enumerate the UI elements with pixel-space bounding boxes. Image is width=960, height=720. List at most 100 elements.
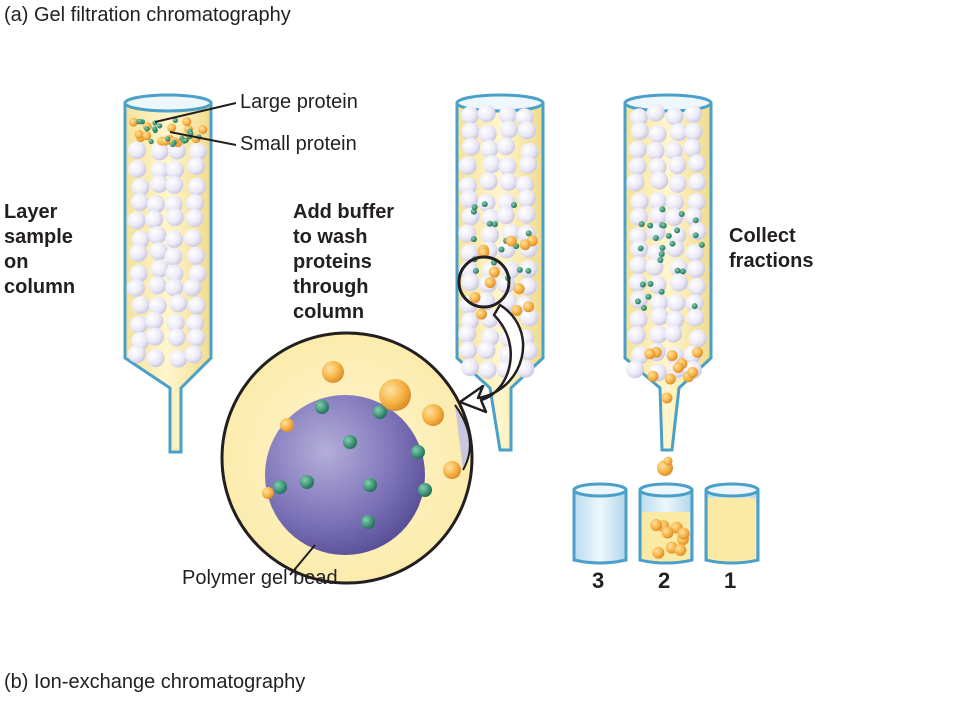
small-protein-icon — [638, 221, 645, 228]
large-protein-leader — [154, 102, 237, 123]
small-protein-icon — [363, 478, 377, 492]
gel-bead — [188, 142, 207, 161]
fraction-tubes — [572, 482, 760, 565]
gel-bead — [183, 278, 202, 297]
gel-bead — [517, 189, 536, 208]
gel-bead — [145, 210, 164, 229]
gel-bead — [165, 175, 184, 194]
gel-bead — [669, 123, 688, 142]
gel-bead — [481, 225, 500, 244]
gel-bead — [184, 345, 203, 364]
bead-label-leader — [289, 544, 316, 576]
small-protein-icon — [470, 208, 477, 215]
small-protein-icon — [516, 266, 523, 273]
gel-bead — [497, 137, 516, 156]
gel-bead — [188, 177, 207, 196]
gel-bead — [629, 108, 648, 127]
gel-bead — [650, 293, 669, 312]
small-protein-icon — [658, 288, 665, 295]
gel-bead — [648, 157, 667, 176]
gel-bead — [127, 345, 146, 364]
small-protein-icon — [148, 138, 154, 145]
large-protein-icon — [677, 527, 690, 540]
gel-bead — [460, 190, 479, 209]
gel-bead — [460, 358, 479, 377]
tube-3 — [572, 482, 628, 565]
gel-bead — [169, 294, 188, 313]
large-protein-icon — [661, 526, 674, 539]
small-protein-icon — [678, 211, 685, 218]
large-protein-icon — [443, 461, 461, 479]
small-protein-icon — [674, 227, 681, 234]
small-protein-icon — [491, 221, 498, 228]
small-protein-icon — [411, 445, 425, 459]
small-protein-icon — [144, 126, 150, 132]
gel-bead — [150, 142, 169, 161]
column-3-gel-beads — [626, 103, 707, 404]
large-protein-icon — [687, 366, 699, 378]
small-protein-icon — [486, 220, 493, 227]
large-protein-icon — [644, 348, 656, 360]
gel-bead — [478, 360, 497, 379]
large-protein-icon — [128, 117, 138, 127]
gel-bead — [186, 314, 205, 333]
gel-bead — [169, 349, 188, 368]
gel-bead — [482, 155, 501, 174]
magnified-proteins — [262, 361, 461, 529]
gel-bead — [164, 247, 183, 266]
large-protein-icon — [475, 308, 487, 320]
large-protein-icon — [650, 519, 663, 532]
gel-bead — [688, 154, 707, 173]
gel-bead — [665, 107, 684, 126]
gel-bead — [187, 296, 206, 315]
gel-bead — [627, 326, 646, 345]
step3-line: Collect — [729, 225, 796, 247]
gel-bead — [480, 139, 499, 158]
gel-bead — [665, 193, 684, 212]
step1-label: Layer sample on column — [4, 200, 75, 300]
gel-bead — [165, 278, 184, 297]
large-protein-icon — [142, 131, 152, 141]
large-protein-icon — [262, 487, 274, 499]
column-1-gel-beads — [126, 141, 207, 368]
large-protein-icon — [280, 418, 294, 432]
gel-bead — [688, 173, 707, 192]
large-protein-icon — [523, 301, 535, 313]
gel-bead — [666, 239, 685, 258]
large-protein-icon — [422, 404, 444, 426]
small-protein-icon — [183, 137, 189, 143]
small-protein-icon — [470, 236, 477, 243]
small-protein-icon — [679, 268, 686, 275]
gel-bead — [517, 121, 536, 140]
gel-bead — [648, 125, 667, 144]
gel-bead — [499, 172, 518, 191]
small-protein-leader — [169, 131, 237, 146]
gel-bead — [650, 171, 669, 190]
gel-bead — [150, 161, 169, 180]
step2-line: to wash — [293, 226, 368, 248]
small-protein-icon — [659, 244, 666, 251]
magnified-view — [220, 331, 474, 585]
gel-bead — [149, 242, 168, 261]
heading-gel-filtration: (a) Gel filtration chromatography — [4, 4, 291, 26]
gel-bead — [515, 175, 534, 194]
zoom-circle-small — [457, 255, 511, 309]
gel-bead — [626, 173, 645, 192]
zoom-arrow-icon — [458, 303, 525, 414]
gel-bead — [520, 341, 539, 360]
gel-bead — [128, 159, 147, 178]
step2-label: Add buffer to wash proteins through colu… — [293, 200, 394, 325]
gel-bead — [666, 310, 685, 329]
gel-bead — [462, 137, 481, 156]
step2-line: proteins — [293, 251, 372, 273]
large-protein-icon — [488, 266, 500, 278]
step1-line: column — [4, 276, 76, 298]
small-protein-icon — [525, 230, 532, 237]
step2-line: through — [293, 276, 369, 298]
small-protein-icon — [300, 475, 314, 489]
large-protein-icon — [484, 277, 496, 289]
step1-line: Layer — [4, 201, 58, 223]
gel-bead — [458, 156, 477, 175]
gel-bead — [477, 341, 496, 360]
small-protein-icon — [659, 206, 666, 213]
